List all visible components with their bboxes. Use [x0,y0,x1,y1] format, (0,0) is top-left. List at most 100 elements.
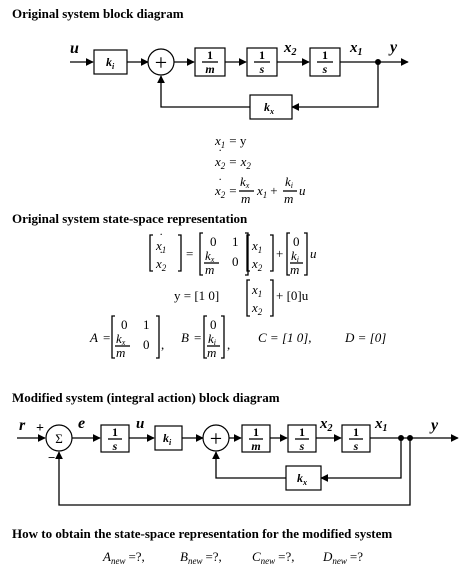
svg-text:A: A [89,330,98,345]
output-y-label: y [388,39,398,56]
x-vector: x1 x2 [246,234,274,273]
title-modified-block-diagram: Modified system (integral action) block … [12,390,280,405]
one-over-m-den: m [205,62,214,76]
svg-text:m: m [205,262,214,277]
feedback-minus-sign: − [48,450,55,465]
integral-action-block [100,424,130,453]
svg-text:+: + [276,246,283,261]
output-y-label-2: y [429,417,439,434]
state-space-matrices: x1 x2 ˙ ˙ = 0 1 kx m 0 x1 x2 + [89,230,386,360]
svg-text:ki: ki [291,248,299,264]
kx-feedback-block-2 [285,465,322,491]
svg-text:kx: kx [240,174,250,190]
svg-text:m: m [116,345,125,360]
x2-label: x2 [283,40,297,58]
svg-text:m: m [251,439,260,453]
svg-text:kx: kx [205,248,215,264]
integrator-1-den: s [259,62,265,76]
error-e-label: e [78,415,85,432]
svg-text:0: 0 [121,317,128,332]
ki-block-label: ki [106,55,115,71]
d-new-unknown: Dnew=? [322,549,363,566]
svg-text:ki: ki [208,331,216,347]
svg-text:1: 1 [353,425,359,439]
svg-text:0: 0 [210,317,217,332]
svg-text:1: 1 [143,317,150,332]
svg-text:0: 0 [210,234,217,249]
modified-block-diagram: r + Σ − e 1 s u ki + 1 m 1 [17,415,459,506]
title-original-block-diagram: Original system block diagram [12,6,184,21]
svg-text:kx: kx [116,331,126,347]
integrator-2-num: 1 [322,48,328,62]
eq3: x2= ˙ kx m x1+ ki m u [214,174,306,206]
wire-output-feedback-to-sigma [55,438,411,506]
sum-plus-sign: + [155,50,167,75]
svg-text:x2: x2 [155,256,167,273]
svg-text:B: B [181,330,189,345]
input-u-label: u [70,40,79,57]
title-how-to-obtain: How to obtain the state-space representa… [12,526,393,541]
b-vector-inline: 0 ki m [286,232,308,277]
svg-text:x1+: x1+ [256,183,278,200]
svg-text:1: 1 [299,425,305,439]
svg-text:=: = [103,330,110,345]
x1-label-2: x1 [374,416,388,434]
integrator-2-den: s [322,62,328,76]
svg-text:x1: x1 [251,238,262,255]
sigma-symbol: Σ [55,431,63,446]
svg-text:1: 1 [112,425,118,439]
output-equation: y = [1 0] [174,288,219,303]
svg-text:1: 1 [253,425,259,439]
svg-text:m: m [290,262,299,277]
state-equations: x1= y x2=x2 ˙ x2= ˙ kx m x1+ ki m u [214,133,306,206]
svg-text:=: = [186,246,193,261]
wire-feedback-to-kx-2 [320,438,402,482]
ki-block-2 [154,425,183,451]
a-matrix-definition: A = 0 1 kx m 0 , [89,315,164,360]
unknown-matrices: Anew=?, Bnew=?, Cnew=?, Dnew=? [102,549,363,566]
svg-text:m: m [284,191,293,206]
eq1: x1= y [214,133,247,150]
svg-text:˙: ˙ [159,230,163,245]
svg-text:s: s [112,439,118,453]
title-original-state-space: Original system state-space representati… [12,211,248,226]
svg-text:˙: ˙ [218,146,222,161]
svg-text:˙: ˙ [159,248,163,263]
svg-text:m: m [207,345,216,360]
svg-text:+: + [210,426,222,451]
svg-text:u: u [310,246,317,261]
u-signal-label: u [136,416,144,432]
svg-text:x1: x1 [251,282,262,299]
svg-text:x2=: x2= [214,183,237,200]
svg-text:1: 1 [232,234,239,249]
svg-text:˙: ˙ [218,175,222,190]
a-new-unknown: Anew=?, [102,549,145,566]
svg-text:ki: ki [163,431,172,447]
svg-text:s: s [299,439,305,453]
integrator-block-2 [309,47,341,77]
wire-kx-to-sum-2 [212,451,286,479]
ref-r-label: r [19,417,26,434]
eq2: x2=x2 [214,154,251,171]
one-over-m-num: 1 [207,48,213,62]
wire-kx-to-sum [157,75,250,108]
svg-text:ki: ki [285,174,293,190]
x-vector-output: x1 x2 [246,279,274,317]
kx-feedback-block [249,94,293,120]
svg-text:,: , [227,337,230,352]
c-new-unknown: Cnew=?, [252,549,295,566]
svg-text:0: 0 [143,337,150,352]
svg-text:=: = [194,330,201,345]
svg-text:m: m [241,191,250,206]
svg-text:s: s [353,439,359,453]
b-matrix-definition: B = 0 ki m , [181,315,230,360]
svg-text:0: 0 [232,254,239,269]
a-matrix-inline: 0 1 kx m 0 [199,232,249,277]
svg-text:x2: x2 [251,300,263,317]
x2-label-2: x2 [319,416,333,434]
svg-text:x2: x2 [251,256,263,273]
x1-label: x1 [349,40,363,58]
c-matrix-definition: C = [1 0], [258,330,312,345]
